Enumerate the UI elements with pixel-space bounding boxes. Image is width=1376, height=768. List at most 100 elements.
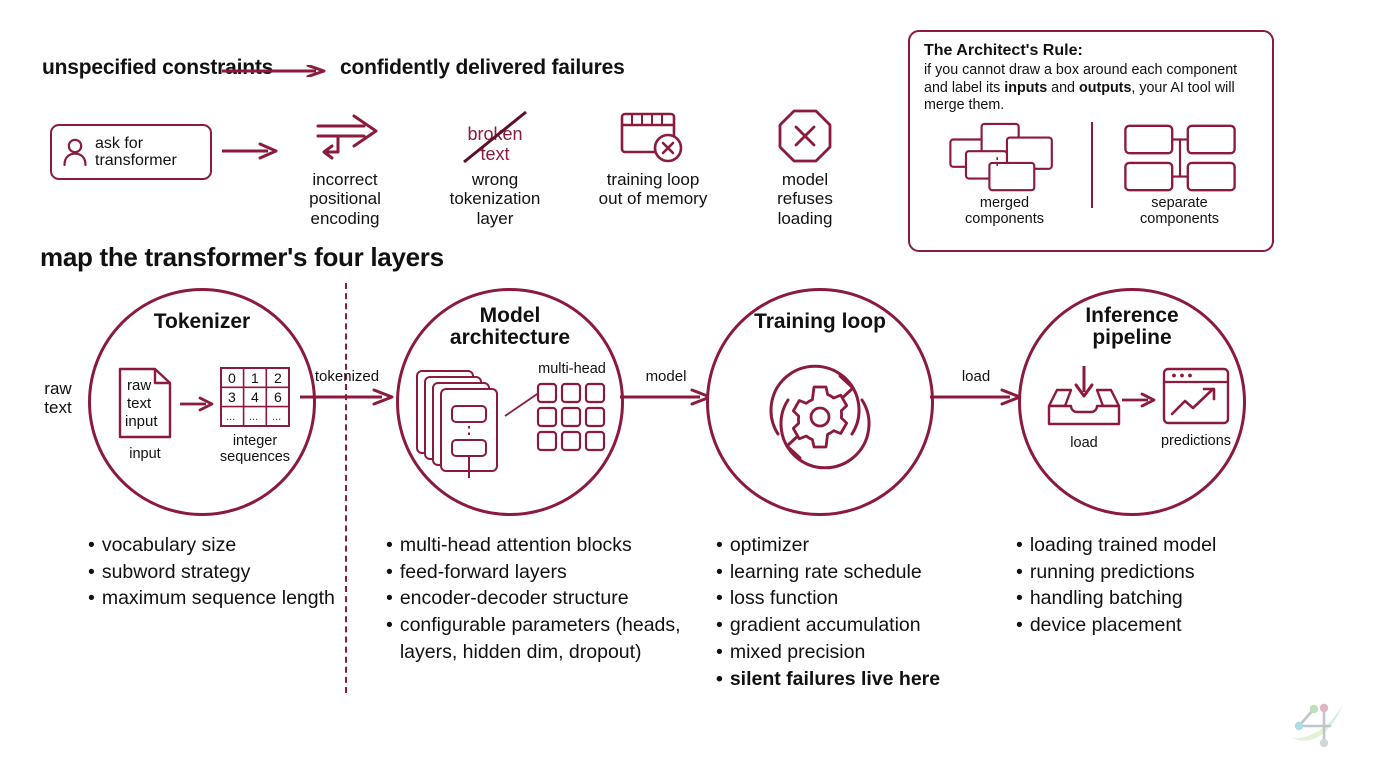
failure-item: training loop out of memory [578, 104, 728, 209]
bullet-dot: • [1016, 534, 1023, 556]
node-training-loop[interactable]: Training loop [706, 288, 934, 516]
list-item: •silent failures live here [716, 666, 996, 693]
chart-window-icon [1162, 367, 1230, 425]
bullet-dot: • [386, 534, 393, 556]
connector-label: tokenized [314, 368, 380, 385]
rule-figure: merged components [924, 120, 1085, 228]
document-caption: input [129, 446, 161, 462]
stacked-layers-icon [416, 370, 498, 478]
integer-grid-caption: integer sequences [219, 433, 291, 465]
bullet-dot: • [716, 534, 723, 556]
window-error-icon [578, 104, 728, 164]
list-item: •running predictions [1016, 559, 1296, 586]
predictions-caption: predictions [1160, 433, 1232, 449]
rule-figure-caption: merged components [965, 194, 1044, 227]
list-item: •encoder-decoder structure [386, 585, 686, 612]
bullet-dot: • [1016, 560, 1023, 583]
svg-text:text: text [127, 395, 152, 412]
node-title: Model architecture [449, 304, 571, 350]
svg-text:...: ... [272, 411, 281, 423]
node-tokenizer[interactable]: Tokenizer raw text input input [88, 288, 316, 516]
bullet-dot: • [386, 560, 393, 583]
svg-text:2: 2 [274, 370, 282, 386]
headline-left: unspecified constraints [42, 56, 274, 79]
right-arrow-icon [1122, 392, 1156, 408]
integer-grid-group: 0 1 2 3 4 6 ... ... ... integer sequence… [214, 366, 296, 466]
ask-for-transformer-box[interactable]: ask for transformer [50, 124, 212, 180]
bullet-dot: • [386, 614, 393, 637]
gear-refresh-loop-icon [769, 364, 871, 470]
rule-figure-caption: separate components [1140, 194, 1219, 227]
rule-divider [1091, 121, 1093, 208]
list-item: •multi-head attention blocks [386, 532, 686, 559]
failure-caption: wrong tokenization layer [449, 170, 541, 228]
struck-broken-text-icon: broken text [420, 104, 570, 164]
svg-text:1: 1 [251, 370, 259, 386]
node-inference-pipeline[interactable]: Inference pipeline load [1018, 288, 1246, 516]
bullet-dot: • [716, 614, 723, 637]
bullets-tokenizer: •vocabulary size •subword strategy •maxi… [88, 532, 338, 612]
octagon-x-icon [730, 104, 880, 164]
node-title: Inference pipeline [1085, 304, 1179, 350]
connector-tokenized: tokenized [300, 368, 394, 406]
architects-rule-card: The Architect's Rule: if you cannot draw… [908, 30, 1274, 252]
chart-window-group: predictions [1150, 366, 1242, 450]
integer-grid-icon: 0 1 2 3 4 6 ... ... ... [220, 367, 290, 427]
node-inner: multi-head [396, 361, 624, 516]
list-item: •learning rate schedule [716, 559, 996, 586]
list-item: •vocabulary size [88, 532, 338, 559]
long-right-arrow-icon [222, 65, 326, 77]
list-item: •maximum sequence length [88, 585, 338, 612]
bullet-dot: • [716, 560, 723, 583]
list-item: •loading trained model [1016, 532, 1296, 559]
bullet-dot: • [716, 587, 723, 610]
bullets-inference-pipeline: •loading trained model •running predicti… [1016, 532, 1296, 639]
vertical-dashed-divider [345, 283, 347, 693]
overlapping-boxes-icon [948, 122, 1053, 192]
broken-text-line1: broken [467, 123, 523, 144]
multi-head-caption: multi-head [538, 361, 606, 377]
load-caption: load [1070, 435, 1098, 451]
document-icon-group: raw text input input [112, 366, 178, 463]
rule-body: if you cannot draw a box around each com… [924, 62, 1238, 113]
bullet-dot: • [716, 640, 723, 663]
load-tray-group: load [1042, 366, 1126, 452]
failure-caption: model refuses loading [777, 170, 833, 228]
headline-right: confidently delivered failures [340, 56, 625, 79]
four-node-logo-icon [1292, 703, 1342, 748]
ask-for-transformer-label: ask for transformer [95, 134, 177, 169]
list-item: •configurable parameters (heads, layers,… [386, 612, 686, 665]
bullets-training-loop: •optimizer •learning rate schedule •loss… [716, 532, 996, 692]
attention-grid-icon [536, 382, 606, 452]
failure-item: broken text wrong tokenization layer [420, 104, 570, 228]
list-item: •handling batching [1016, 585, 1296, 612]
node-model-architecture[interactable]: Model architecture multi-head [396, 288, 624, 516]
bullet-dot: • [88, 560, 95, 583]
bent-arrow-icon [270, 104, 420, 164]
document-icon: raw text input [118, 367, 172, 439]
connector-label: model [645, 368, 687, 385]
separate-boxes-icon [1123, 124, 1236, 192]
connector-model: model [620, 368, 712, 406]
list-item: •gradient accumulation [716, 612, 996, 639]
rule-title: The Architect's Rule: [924, 42, 1083, 59]
svg-text:raw: raw [127, 377, 151, 394]
bullet-dot: • [88, 534, 95, 556]
svg-text:4: 4 [251, 389, 259, 405]
node-title: Training loop [754, 310, 886, 333]
connector-load: load [930, 368, 1022, 406]
load-tray-icon [1047, 366, 1121, 426]
node-inner: raw text input input 0 [88, 356, 316, 516]
rule-figure: separate components [1099, 120, 1260, 228]
raw-text-input-label: raw text [44, 379, 72, 417]
failure-caption: training loop out of memory [598, 170, 708, 209]
connector-label: load [961, 368, 991, 385]
svg-text:6: 6 [274, 389, 282, 405]
bullet-dot: • [716, 667, 723, 690]
strikethrough-icon [463, 110, 527, 164]
list-item: •mixed precision [716, 639, 996, 666]
svg-text:...: ... [226, 411, 235, 423]
list-item: •device placement [1016, 612, 1296, 639]
list-item: •optimizer [716, 532, 996, 559]
